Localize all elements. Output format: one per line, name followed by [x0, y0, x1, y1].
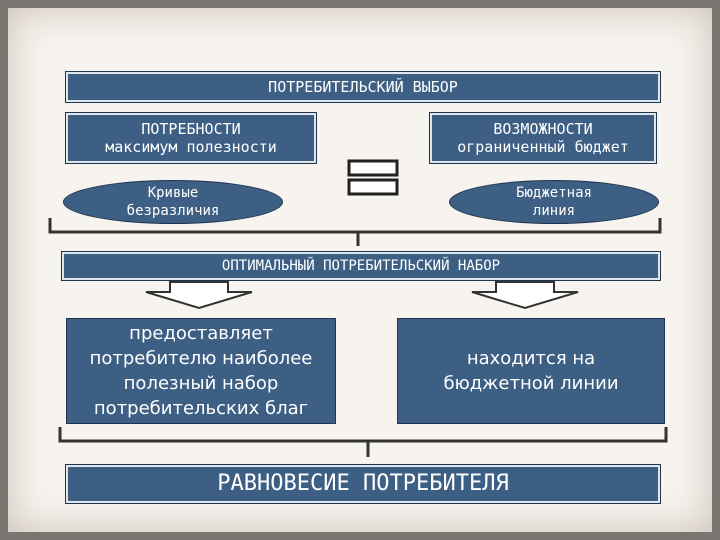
located-line1: находится на — [466, 348, 596, 369]
possibilities-subtitle: ограниченный бюджет — [457, 138, 629, 156]
budget-line-line2: линия — [532, 203, 576, 219]
budget-line-oval: Бюджетная линия — [449, 180, 659, 224]
needs-heading: ПОТРЕБНОСТИ — [141, 120, 241, 138]
needs-subtitle: максимум полезности — [105, 138, 277, 156]
equilibrium-label: РАВНОВЕСИЕ ПОТРЕБИТЕЛЯ — [217, 471, 509, 496]
indifference-curves-line1: Кривые — [147, 185, 199, 201]
provides-line3: полезный набор — [123, 373, 279, 394]
down-arrow-icon — [145, 281, 253, 310]
located-line2: бюджетной линии — [443, 373, 619, 394]
indifference-curves-line2: безразличия — [126, 203, 220, 219]
optimal-set-box: ОПТИМАЛЬНЫЙ ПОТРЕБИТЕЛЬСКИЙ НАБОР — [61, 251, 661, 281]
possibilities-box: ВОЗМОЖНОСТИ ограниченный бюджет — [429, 112, 657, 164]
located-box: находится на бюджетной линии — [397, 318, 665, 424]
indifference-curves-oval: Кривые безразличия — [63, 180, 283, 224]
brace-icon — [48, 218, 662, 246]
provides-line2: потребителю наиболее — [89, 348, 313, 369]
page-title: ПОТРЕБИТЕЛЬСКИЙ ВЫБОР — [268, 78, 458, 96]
budget-line-line1: Бюджетная — [516, 185, 592, 201]
brace-icon — [58, 427, 668, 457]
down-arrow-icon — [471, 281, 579, 310]
title-box: ПОТРЕБИТЕЛЬСКИЙ ВЫБОР — [65, 71, 661, 103]
provides-box: предоставляет потребителю наиболее полез… — [66, 318, 336, 424]
provides-line4: потребительских благ — [93, 398, 309, 419]
possibilities-heading: ВОЗМОЖНОСТИ — [493, 120, 593, 138]
equals-icon — [347, 159, 399, 196]
equilibrium-box: РАВНОВЕСИЕ ПОТРЕБИТЕЛЯ — [65, 464, 661, 504]
needs-box: ПОТРЕБНОСТИ максимум полезности — [65, 112, 317, 164]
provides-line1: предоставляет — [129, 323, 273, 344]
optimal-set-label: ОПТИМАЛЬНЫЙ ПОТРЕБИТЕЛЬСКИЙ НАБОР — [221, 258, 501, 274]
